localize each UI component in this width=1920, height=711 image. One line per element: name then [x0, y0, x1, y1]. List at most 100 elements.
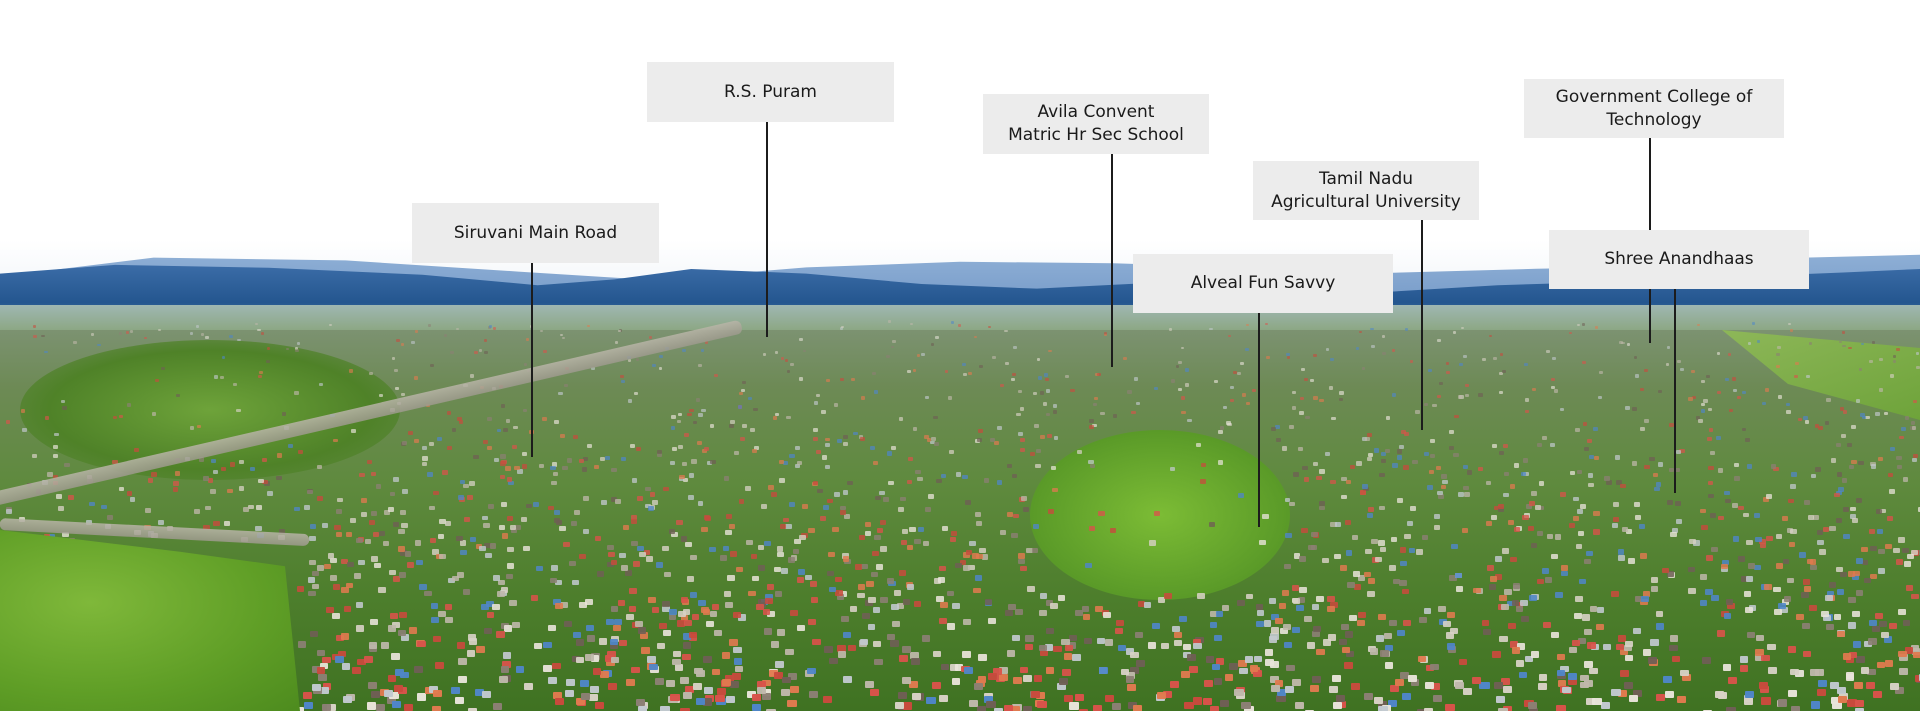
rooftop	[351, 428, 357, 433]
rooftop	[444, 603, 453, 610]
rooftop	[337, 650, 347, 658]
rooftop	[238, 486, 245, 491]
rooftop	[1098, 667, 1108, 675]
rooftop	[1912, 399, 1918, 404]
rooftop	[1397, 449, 1403, 454]
rooftop	[1593, 427, 1598, 432]
rooftop	[383, 510, 390, 516]
landmark-label-alveal[interactable]: Alveal Fun Savvy	[1133, 254, 1393, 313]
rooftop	[1000, 383, 1005, 387]
rooftop	[962, 651, 971, 658]
rooftop	[1502, 444, 1509, 449]
rooftop	[1485, 480, 1492, 485]
rooftop	[1738, 556, 1746, 562]
rooftop	[1840, 571, 1848, 578]
landmark-label-shree[interactable]: Shree Anandhaas	[1549, 230, 1809, 289]
rooftop	[592, 667, 602, 675]
rooftop	[498, 579, 506, 586]
rooftop	[1133, 704, 1143, 711]
rooftop	[1872, 341, 1876, 345]
rooftop	[404, 551, 412, 557]
rooftop	[1362, 484, 1368, 489]
rooftop	[1463, 492, 1470, 497]
rooftop	[688, 631, 697, 638]
rooftop	[332, 438, 338, 443]
rooftop	[1012, 677, 1022, 684]
rooftop	[493, 575, 501, 581]
rooftop	[1025, 635, 1034, 642]
rooftop	[403, 703, 414, 711]
rooftop	[598, 638, 607, 645]
rooftop	[451, 686, 461, 694]
rooftop	[1410, 678, 1420, 686]
rooftop	[1363, 692, 1373, 700]
rooftop	[1053, 435, 1059, 440]
rooftop	[1023, 674, 1032, 682]
rooftop	[322, 656, 331, 664]
leader-line-avila	[1111, 154, 1113, 367]
landmark-label-tnau[interactable]: Tamil Nadu Agricultural University	[1253, 161, 1479, 220]
rooftop	[1338, 397, 1343, 402]
rooftop	[391, 357, 396, 361]
rooftop	[1270, 675, 1279, 683]
rooftop	[1746, 464, 1753, 469]
rooftop	[1020, 565, 1028, 572]
rooftop	[1778, 395, 1783, 399]
rooftop	[1385, 449, 1391, 454]
rooftop	[1209, 621, 1218, 628]
rooftop	[1699, 600, 1708, 607]
rooftop	[1125, 648, 1135, 655]
rooftop	[1837, 589, 1845, 596]
rooftop	[682, 692, 692, 700]
rooftop	[857, 592, 865, 599]
rooftop	[641, 647, 650, 654]
rooftop	[525, 338, 529, 342]
rooftop	[1907, 553, 1914, 559]
rooftop	[701, 607, 709, 614]
rooftop	[47, 472, 53, 477]
landmark-label-text: Siruvani Main Road	[453, 222, 618, 243]
rooftop	[662, 600, 670, 607]
rooftop	[62, 531, 69, 537]
rooftop	[1400, 560, 1408, 567]
rooftop	[1390, 536, 1398, 543]
rooftop	[1870, 464, 1877, 469]
rooftop	[1410, 506, 1417, 512]
rooftop	[551, 565, 559, 571]
rooftop	[1582, 361, 1586, 365]
landmark-label-siruvani[interactable]: Siruvani Main Road	[412, 203, 659, 263]
rooftop	[1093, 396, 1099, 401]
rooftop	[1046, 627, 1055, 635]
rooftop	[1223, 405, 1228, 410]
rooftop	[824, 442, 830, 447]
rooftop	[32, 453, 38, 458]
rooftop	[1621, 341, 1625, 345]
landmark-label-avila[interactable]: Avila Convent Matric Hr Sec School	[983, 94, 1209, 154]
rooftop	[658, 367, 663, 371]
rooftop	[647, 656, 656, 664]
rooftop	[714, 629, 723, 637]
rooftop	[666, 680, 676, 688]
landmark-label-rs-puram[interactable]: R.S. Puram	[647, 62, 894, 122]
rooftop	[1294, 701, 1304, 710]
rooftop	[64, 462, 70, 468]
rooftop	[340, 633, 350, 640]
rooftop	[813, 427, 818, 432]
rooftop	[261, 457, 267, 463]
rooftop	[702, 698, 713, 706]
rooftop	[672, 658, 681, 666]
rooftop	[427, 472, 433, 477]
rooftop	[942, 525, 949, 531]
rooftop	[1571, 639, 1581, 647]
landmark-label-gct[interactable]: Government College of Technology	[1524, 79, 1784, 138]
rooftop	[505, 419, 511, 423]
rooftop	[647, 506, 654, 511]
rooftop	[562, 336, 566, 340]
rooftop	[278, 528, 286, 535]
rooftop	[506, 477, 513, 482]
rooftop	[1377, 540, 1385, 546]
landmark-label-text: Tamil Nadu Agricultural University	[1271, 168, 1461, 212]
rooftop	[754, 445, 760, 450]
rooftop	[832, 526, 839, 532]
rooftop	[1048, 349, 1052, 353]
